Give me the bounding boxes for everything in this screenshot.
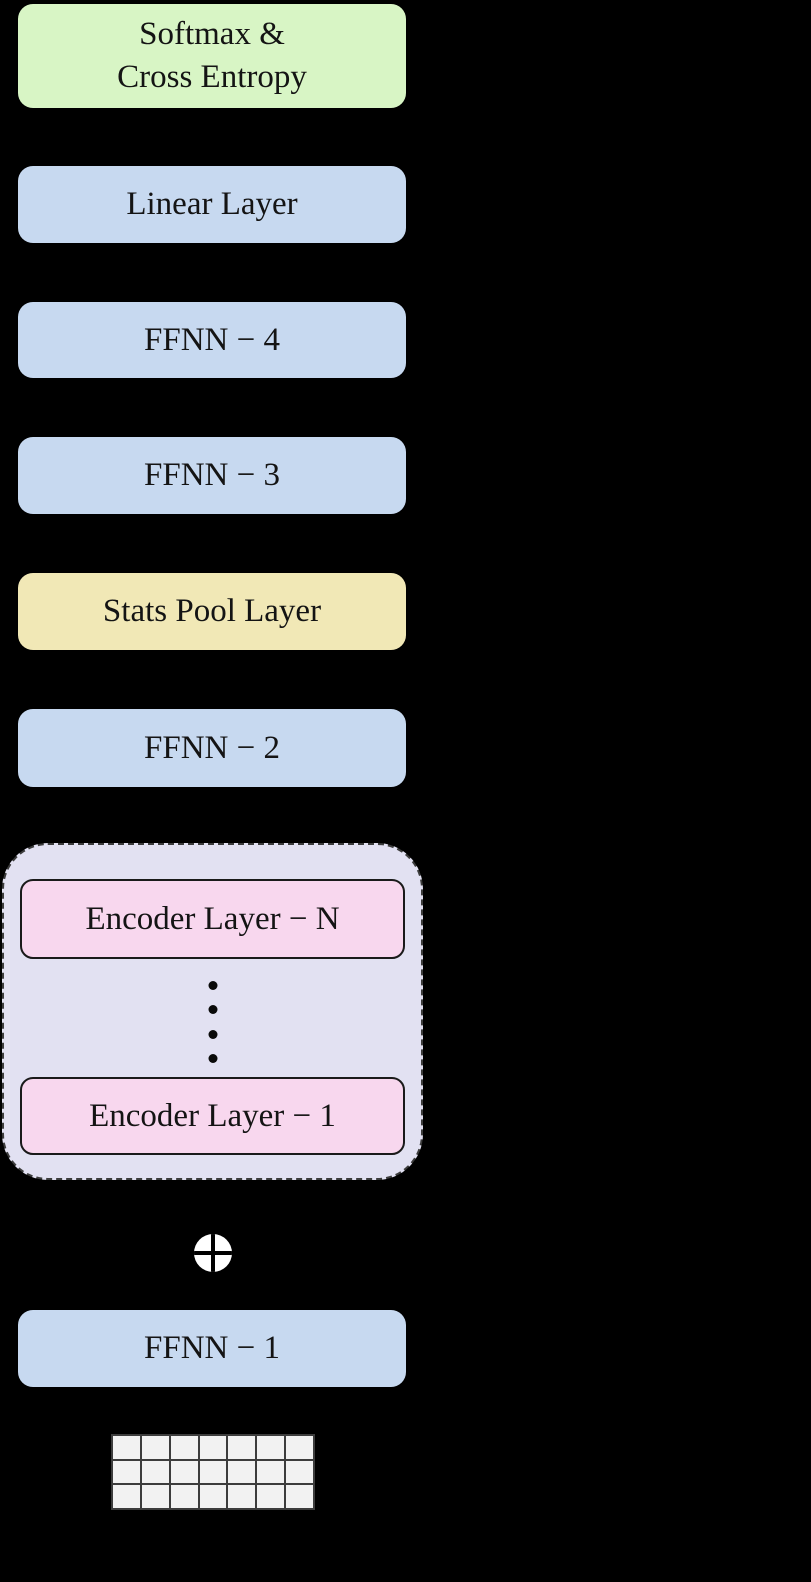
grid-cell (199, 1485, 227, 1508)
grid-cell (257, 1436, 285, 1459)
ellipsis-dot (208, 981, 217, 990)
grid-cell (199, 1436, 227, 1459)
encoder-layer-n-label: Encoder Layer − N (85, 900, 340, 937)
ffnn-3-box: FFNN − 3 (18, 437, 406, 514)
grid-cell (257, 1460, 285, 1484)
grid-cell (228, 1485, 256, 1508)
ellipsis-dot (208, 1029, 217, 1039)
ffnn-3-label: FFNN − 3 (144, 457, 280, 494)
encoder-layer-n-box: Encoder Layer − N (20, 879, 405, 959)
grid-cell (113, 1436, 140, 1459)
ffnn-1-box: FFNN − 1 (18, 1310, 406, 1387)
grid-cell (170, 1436, 198, 1459)
grid-cell (170, 1460, 198, 1484)
grid-cell (113, 1485, 140, 1508)
grid-cell (113, 1460, 140, 1484)
grid-cell (141, 1485, 169, 1508)
softmax-label-line2: Cross Entropy (117, 59, 307, 95)
encoder-layer-1-label: Encoder Layer − 1 (89, 1097, 336, 1134)
ffnn-1-label: FFNN − 1 (144, 1330, 280, 1367)
grid-cell (228, 1460, 256, 1484)
softmax-cross-entropy-box: Softmax & Cross Entropy (18, 4, 406, 108)
ellipsis-dot (208, 1005, 217, 1015)
grid-cell (257, 1485, 285, 1508)
grid-cell (141, 1436, 169, 1459)
grid-cell (286, 1485, 313, 1508)
feature-grid (111, 1434, 315, 1510)
grid-cell (228, 1436, 256, 1459)
grid-cell (141, 1460, 169, 1484)
ffnn-4-label: FFNN − 4 (144, 321, 280, 358)
linear-layer-label: Linear Layer (126, 186, 298, 223)
linear-layer-box: Linear Layer (18, 166, 406, 243)
stats-pool-layer-label: Stats Pool Layer (102, 593, 322, 630)
ellipsis-dot (208, 1053, 217, 1063)
grid-cell (286, 1460, 313, 1484)
circled-plus-icon (194, 1234, 232, 1272)
softmax-label-line1: Softmax & (139, 16, 285, 53)
plus-vertical-bar (211, 1234, 215, 1272)
stacked-layers-ellipsis (208, 981, 217, 1063)
encoder-stack-container: Encoder Layer − N Encoder Layer − 1 (2, 843, 423, 1180)
grid-cell (286, 1436, 313, 1459)
ffnn-2-box: FFNN − 2 (18, 709, 406, 787)
stats-pool-layer-box: Stats Pool Layer (18, 573, 406, 650)
grid-cell (170, 1485, 198, 1508)
ffnn-2-label: FFNN − 2 (144, 729, 280, 766)
encoder-layer-1-box: Encoder Layer − 1 (20, 1077, 405, 1155)
ffnn-4-box: FFNN − 4 (18, 302, 406, 378)
grid-cell (199, 1460, 227, 1484)
